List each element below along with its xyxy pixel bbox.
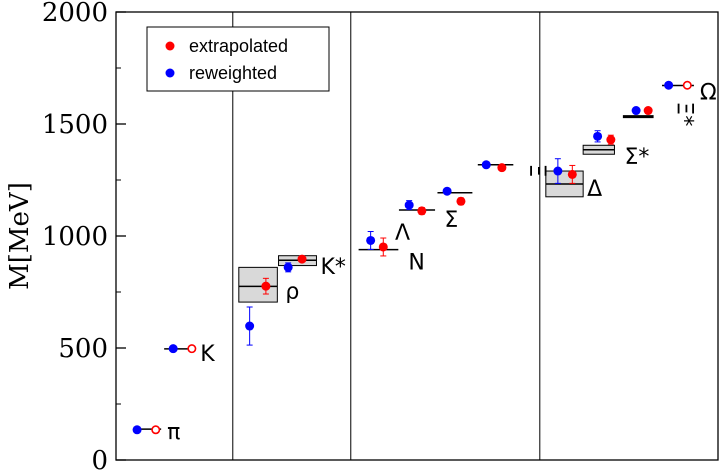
legend-label: reweighted	[189, 63, 277, 83]
extrapolated-point	[417, 206, 427, 216]
reweighted-point	[664, 80, 674, 90]
particle-labels: π Kρ K* NΛ Σ Ξ Δ Σ* Ξ*Ω	[167, 80, 717, 445]
extrapolated-point	[497, 163, 507, 173]
reweighted-point	[168, 344, 178, 354]
legend-box	[146, 26, 330, 92]
legend: extrapolated reweighted	[146, 26, 330, 92]
particle-label: Δ	[587, 177, 602, 202]
y-axis-title: M[MeV]	[5, 182, 35, 290]
particle-label: π	[167, 420, 180, 445]
extrapolated-point	[261, 281, 271, 291]
legend-label: extrapolated	[189, 36, 288, 56]
extrapolated-point	[606, 135, 616, 145]
extrapolated-point	[297, 254, 307, 264]
reweighted-point	[366, 235, 376, 245]
data-marks	[132, 80, 692, 435]
y-tick-label: 0	[91, 446, 108, 471]
particle-label: Σ*	[624, 145, 649, 170]
reweighted-point	[404, 200, 414, 210]
particle-label: K	[200, 342, 215, 367]
extrapolated-point	[643, 106, 653, 116]
reweighted-point	[481, 160, 491, 170]
legend-marker	[165, 68, 175, 78]
extrapolated-point	[151, 425, 161, 435]
extrapolated-point	[378, 242, 388, 252]
reweighted-point	[553, 166, 563, 176]
particle-label: Ω	[700, 80, 717, 105]
reweighted-point	[442, 186, 452, 196]
y-tick-label: 1500	[42, 110, 108, 140]
reweighted-point	[631, 106, 641, 116]
particle-label: Λ	[395, 221, 410, 246]
extrapolated-point	[682, 80, 692, 90]
legend-marker	[165, 41, 175, 51]
extrapolated-point	[187, 344, 197, 354]
reweighted-point	[593, 131, 603, 141]
y-tick-label: 1000	[42, 222, 108, 252]
y-tick-label: 2000	[42, 0, 108, 28]
reweighted-point	[132, 425, 142, 435]
particle-label: Σ	[444, 208, 458, 233]
particle-label: Ξ	[524, 164, 549, 178]
experiment-boxes	[134, 84, 694, 430]
experiment-width-box	[238, 266, 278, 303]
particle-label: K*	[320, 255, 345, 280]
reweighted-point	[283, 262, 293, 272]
extrapolated-point	[456, 196, 466, 206]
particle-label: ρ	[285, 279, 299, 304]
particle-label: N	[408, 251, 424, 276]
particle-label: Ξ*	[672, 101, 697, 126]
reweighted-point	[245, 321, 255, 331]
extrapolated-point	[567, 169, 577, 179]
y-tick-label: 500	[58, 334, 108, 364]
